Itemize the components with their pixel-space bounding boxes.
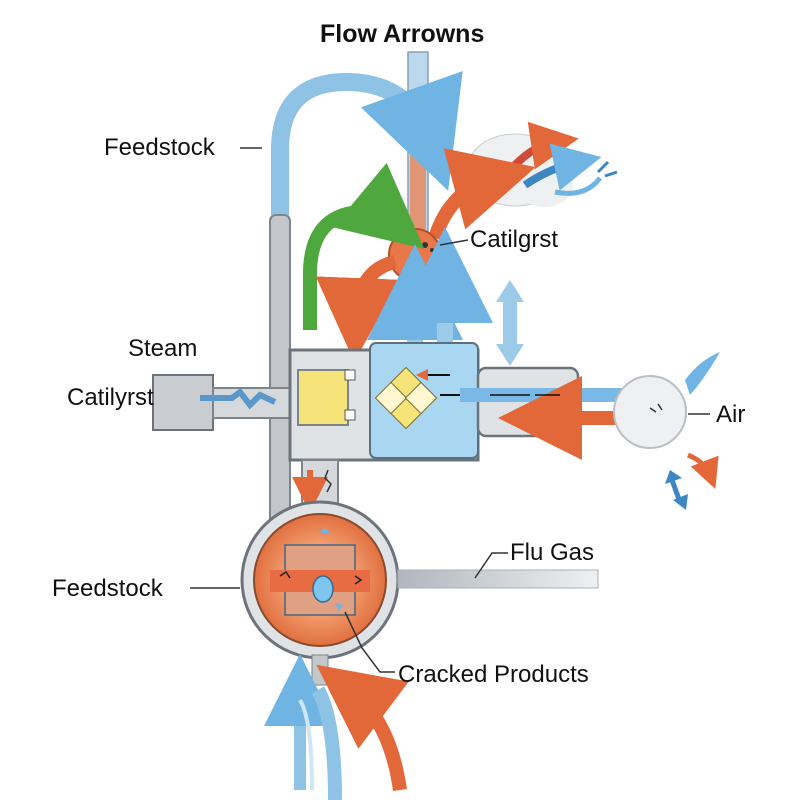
valve-icon	[388, 228, 442, 282]
regenerator-vessel	[288, 342, 480, 462]
riser-pipe	[269, 214, 291, 546]
bottom-stem	[311, 654, 329, 686]
label-catalyst-left: Catilyrst	[67, 384, 154, 411]
reactor-vessel	[240, 500, 400, 660]
label-cracked-products: Cracked Products	[398, 661, 589, 688]
valve-down-arrow	[315, 255, 400, 362]
vessel-up-arrows	[367, 227, 493, 350]
air-updown-arrow	[665, 470, 688, 510]
label-feedstock-top: Feedstock	[104, 134, 215, 161]
bottom-inlet-arrows	[264, 654, 409, 800]
leader-lines	[190, 147, 710, 673]
air-blower	[613, 352, 720, 510]
recycle-arrow	[303, 162, 425, 330]
label-feedstock-bottom: Feedstock	[52, 575, 163, 602]
flue-gas-pipe	[397, 569, 599, 589]
label-catalyst-top: Catilgrst	[470, 226, 559, 253]
label-flue-gas: Flu Gas	[510, 539, 595, 566]
double-vertical-arrow	[496, 280, 524, 366]
diagram-title: Flow Arrowns	[320, 20, 485, 48]
label-steam: Steam	[128, 335, 198, 362]
steam-inlet	[152, 374, 292, 431]
label-air: Air	[716, 401, 746, 428]
feedstock-arch-arrow	[271, 70, 463, 224]
cloud-icon	[466, 121, 618, 207]
catalyst-diamond-icon	[374, 366, 438, 430]
air-duct	[460, 366, 630, 460]
